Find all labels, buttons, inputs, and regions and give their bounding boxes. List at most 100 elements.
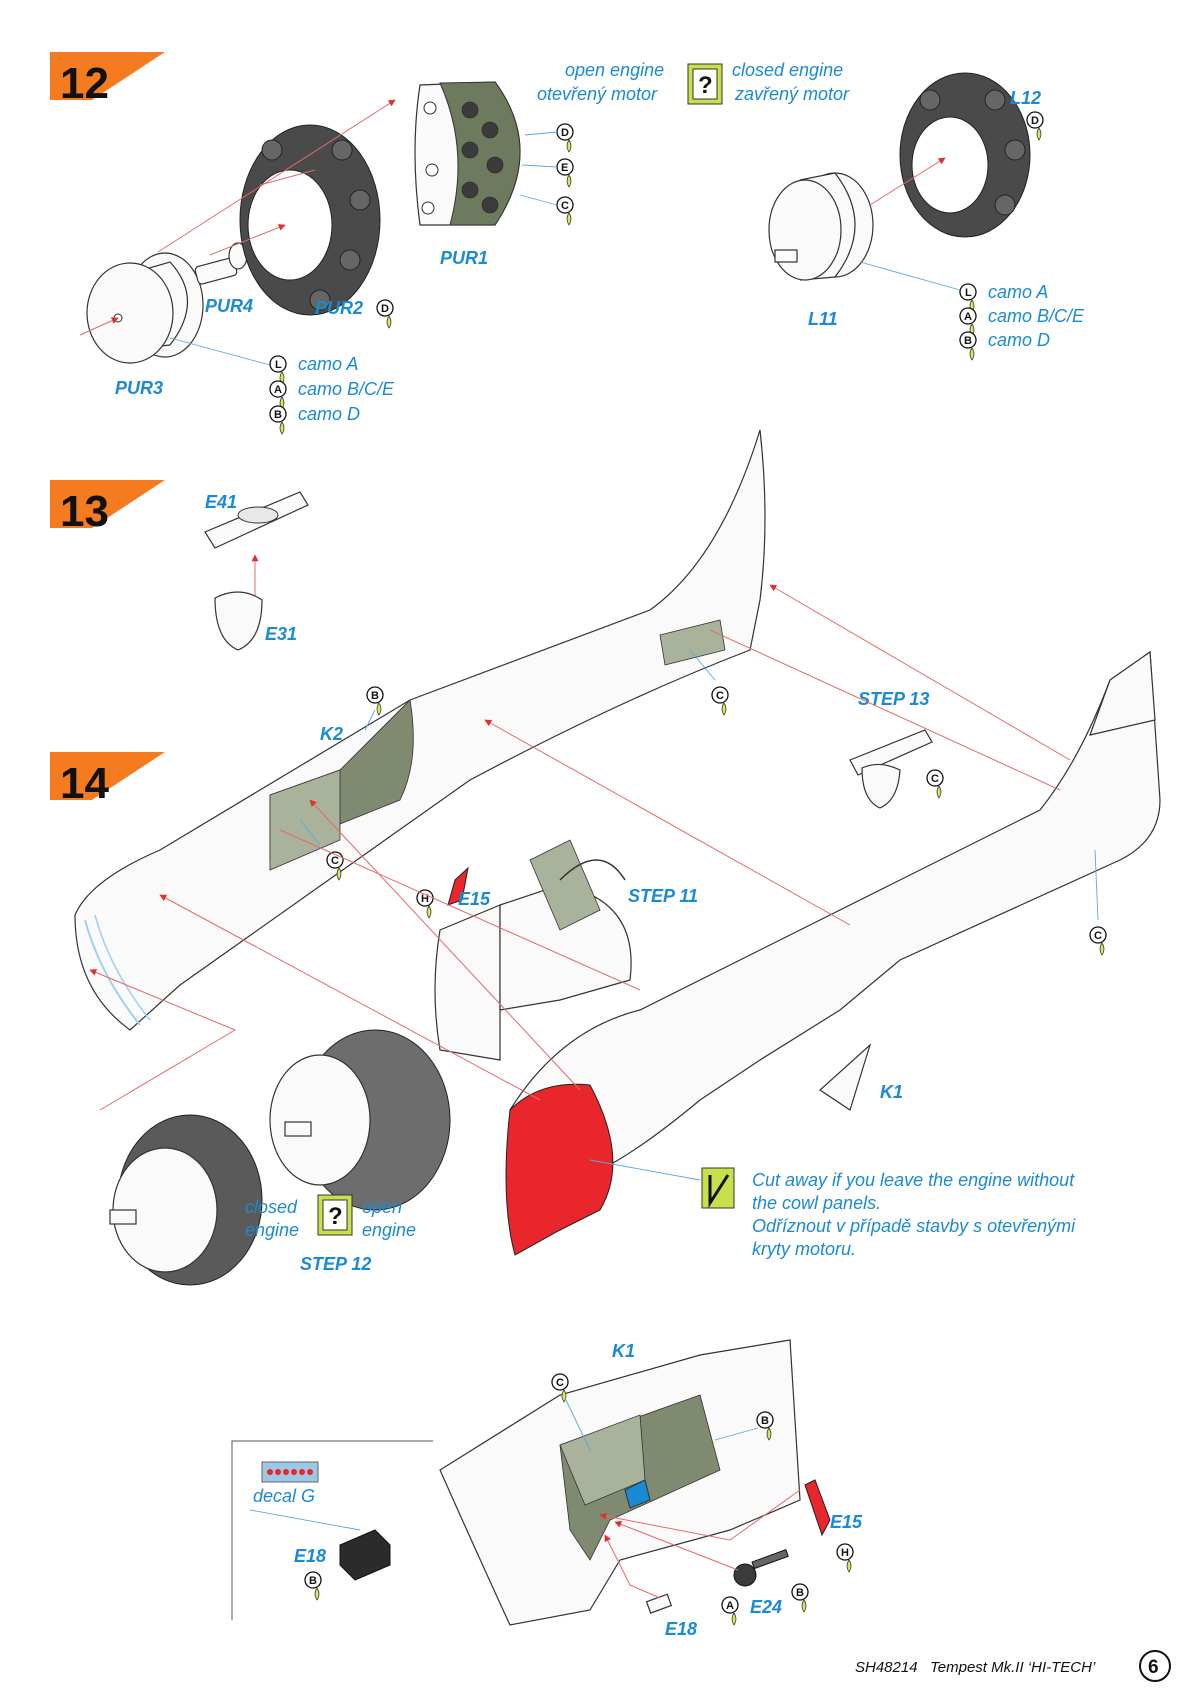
paint-dot-b-left: B <box>269 405 287 435</box>
closed-engine-cz: zavřený motor <box>734 84 850 104</box>
step-14-number: 14 <box>60 759 109 808</box>
paint-dot-a-e24: A <box>721 1596 739 1626</box>
svg-text:B: B <box>796 1587 804 1599</box>
part-e15 <box>447 866 469 906</box>
label-pur1: PUR1 <box>440 248 488 268</box>
shaft-pur4 <box>194 242 248 285</box>
label-e15: E15 <box>458 889 491 909</box>
cut-note-line4: kryty motoru. <box>752 1239 856 1259</box>
label-e41: E41 <box>205 492 237 512</box>
label-k2: K2 <box>320 724 343 744</box>
cut-icon <box>701 1167 735 1209</box>
hint-box-step12: ? <box>687 63 723 105</box>
svg-text:C: C <box>1094 930 1102 942</box>
camo-a-left: camo A <box>298 354 358 374</box>
open-label: open <box>362 1197 402 1217</box>
detail-inset-frame <box>231 1440 433 1620</box>
svg-text:A: A <box>274 384 282 396</box>
paint-dot-l-right: L <box>959 283 977 313</box>
paint-dot-b-right: B <box>959 331 977 361</box>
cowl-ring-pur2 <box>239 124 381 316</box>
paint-dot-b-e18: B <box>304 1571 322 1601</box>
paint-dot-h-e15: H <box>416 889 434 919</box>
svg-text:A: A <box>726 1600 734 1612</box>
paint-dot-b-e24: B <box>791 1583 809 1613</box>
open-engine-cz: otevřený motor <box>537 84 658 104</box>
svg-text:?: ? <box>328 1203 343 1230</box>
step13-subassembly <box>849 729 933 809</box>
step-13-banner: 13 <box>50 480 165 536</box>
closed-label: closed <box>245 1197 298 1217</box>
svg-text:C: C <box>561 200 569 212</box>
hint-box-step14: ? <box>317 1194 353 1236</box>
engine-closed-step12 <box>109 1114 263 1286</box>
engine-label-b: engine <box>362 1220 416 1240</box>
paint-dot-c-k1: C <box>1089 926 1107 956</box>
label-e24: E24 <box>750 1597 782 1617</box>
label-pur2: PUR2 <box>315 298 363 318</box>
svg-text:?: ? <box>698 72 713 99</box>
svg-text:B: B <box>761 1415 769 1427</box>
svg-text:H: H <box>421 893 429 905</box>
paint-dot-c-tail: C <box>711 686 729 716</box>
paint-dot-c-pur1: C <box>556 196 574 226</box>
svg-text:B: B <box>964 335 972 347</box>
svg-text:D: D <box>561 127 569 139</box>
spinner-l11 <box>768 172 874 281</box>
step-14-banner: 14 <box>50 752 165 808</box>
label-l12: L12 <box>1010 88 1041 108</box>
svg-text:B: B <box>309 1575 317 1587</box>
camo-bce-left: camo B/C/E <box>298 379 395 399</box>
label-step11: STEP 11 <box>628 886 698 906</box>
label-e18-inset: E18 <box>294 1546 326 1566</box>
label-e18-detail: E18 <box>665 1619 697 1639</box>
svg-text:C: C <box>716 690 724 702</box>
paint-dot-e-pur1: E <box>556 158 574 188</box>
svg-text:B: B <box>371 690 379 702</box>
engine-label-a: engine <box>245 1220 299 1240</box>
svg-text:C: C <box>331 855 339 867</box>
part-e31 <box>214 591 263 651</box>
paint-dot-d-pur1: D <box>556 123 574 153</box>
svg-text:D: D <box>381 303 389 315</box>
open-engine-en: open engine <box>565 60 664 80</box>
paint-dot-b-k2: B <box>366 686 384 716</box>
decal-g-strip <box>261 1461 319 1483</box>
label-k1: K1 <box>880 1082 903 1102</box>
fuselage-half-k2 <box>74 429 766 1031</box>
footer-title: Tempest Mk.II ‘HI-TECH’ <box>930 1659 1096 1676</box>
fuselage-half-k1 <box>509 650 1161 1231</box>
page-number: 6 <box>1148 1657 1159 1678</box>
label-decal-g: decal G <box>253 1486 315 1506</box>
svg-text:C: C <box>931 773 939 785</box>
svg-text:B: B <box>274 409 282 421</box>
svg-text:D: D <box>1031 115 1039 127</box>
paint-dot-h-detail: H <box>836 1543 854 1573</box>
label-e15-detail: E15 <box>830 1512 863 1532</box>
cut-note-line3: Odříznout v případě stavby s otevřenými <box>752 1216 1076 1236</box>
paint-dot-c-k2: C <box>326 851 344 881</box>
svg-text:L: L <box>275 359 282 371</box>
label-step13-ref: STEP 13 <box>858 689 929 709</box>
part-e18-small <box>645 1593 673 1614</box>
paint-dot-a-left: A <box>269 380 287 410</box>
camo-a-right: camo A <box>988 282 1048 302</box>
svg-text:C: C <box>556 1377 564 1389</box>
svg-text:A: A <box>964 311 972 323</box>
paint-dot-b-detail: B <box>756 1411 774 1441</box>
engine-plate-pur1 <box>414 81 521 226</box>
label-l11: L11 <box>808 309 838 329</box>
label-step12-ref: STEP 12 <box>300 1254 371 1274</box>
step-13-number: 13 <box>60 487 109 536</box>
engine-open-step12 <box>269 1029 451 1211</box>
label-e31: E31 <box>265 624 297 644</box>
paint-dot-c-step13: C <box>926 769 944 799</box>
part-e15-detail <box>804 1479 831 1537</box>
cut-away-cowl-red <box>505 1083 614 1256</box>
part-e24 <box>733 1549 789 1587</box>
cockpit-subassembly-step11 <box>434 839 632 1061</box>
label-pur3: PUR3 <box>115 378 163 398</box>
paint-dot-a-right: A <box>959 307 977 337</box>
cowl-ring-l12 <box>899 72 1031 238</box>
